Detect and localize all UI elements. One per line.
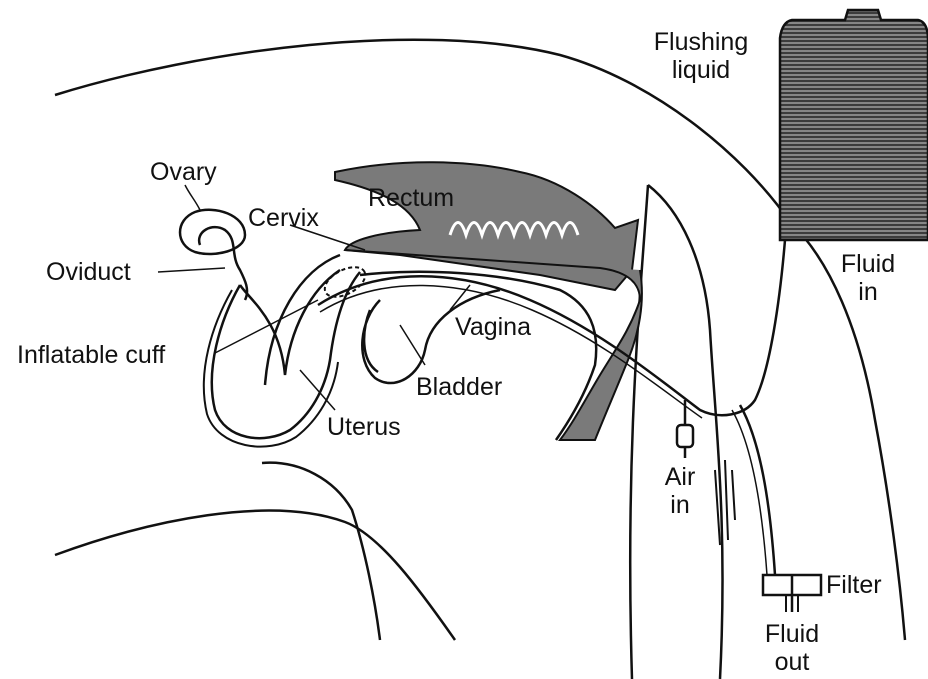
label-fluid-in-line1: Fluid [828,250,908,278]
label-oviduct: Oviduct [46,258,131,286]
udder-outline [262,463,380,640]
leader-cuff [215,300,318,353]
label-air-in: Air in [655,463,705,519]
label-fluid-in: Fluid in [828,250,908,306]
label-fluid-out-line1: Fluid [757,620,827,648]
label-air-in-line1: Air [655,463,705,491]
label-vagina: Vagina [455,313,531,341]
fluid-out-tube-inner [732,410,767,575]
leader-uterus [300,370,335,410]
label-flushing-liquid-line2: liquid [640,56,762,84]
air-valve [677,425,693,447]
label-inflatable-cuff: Inflatable cuff [17,341,165,369]
label-air-in-line2: in [655,491,705,519]
air-arrow-lines [715,460,735,545]
label-fluid-out: Fluid out [757,620,827,676]
label-filter: Filter [826,571,882,599]
uterine-horn-inner [204,290,338,447]
label-fluid-out-line2: out [757,648,827,676]
ovary-shape [180,210,245,254]
label-fluid-in-line2: in [828,278,908,306]
label-flushing-liquid: Flushing liquid [640,28,762,84]
uterus-outline [240,255,340,385]
label-ovary: Ovary [150,158,217,186]
leader-bladder [400,325,425,365]
label-flushing-liquid-line1: Flushing [640,28,762,56]
leader-oviduct [158,268,225,272]
label-bladder: Bladder [416,373,502,401]
oviduct-coil [199,227,247,300]
belly-outline [55,511,455,640]
label-rectum: Rectum [368,184,454,212]
label-uterus: Uterus [327,413,401,441]
label-cervix: Cervix [248,204,319,232]
catheter-tube-inner [320,285,702,418]
flushing-liquid-tank [780,10,928,240]
leader-ovary [185,185,200,210]
